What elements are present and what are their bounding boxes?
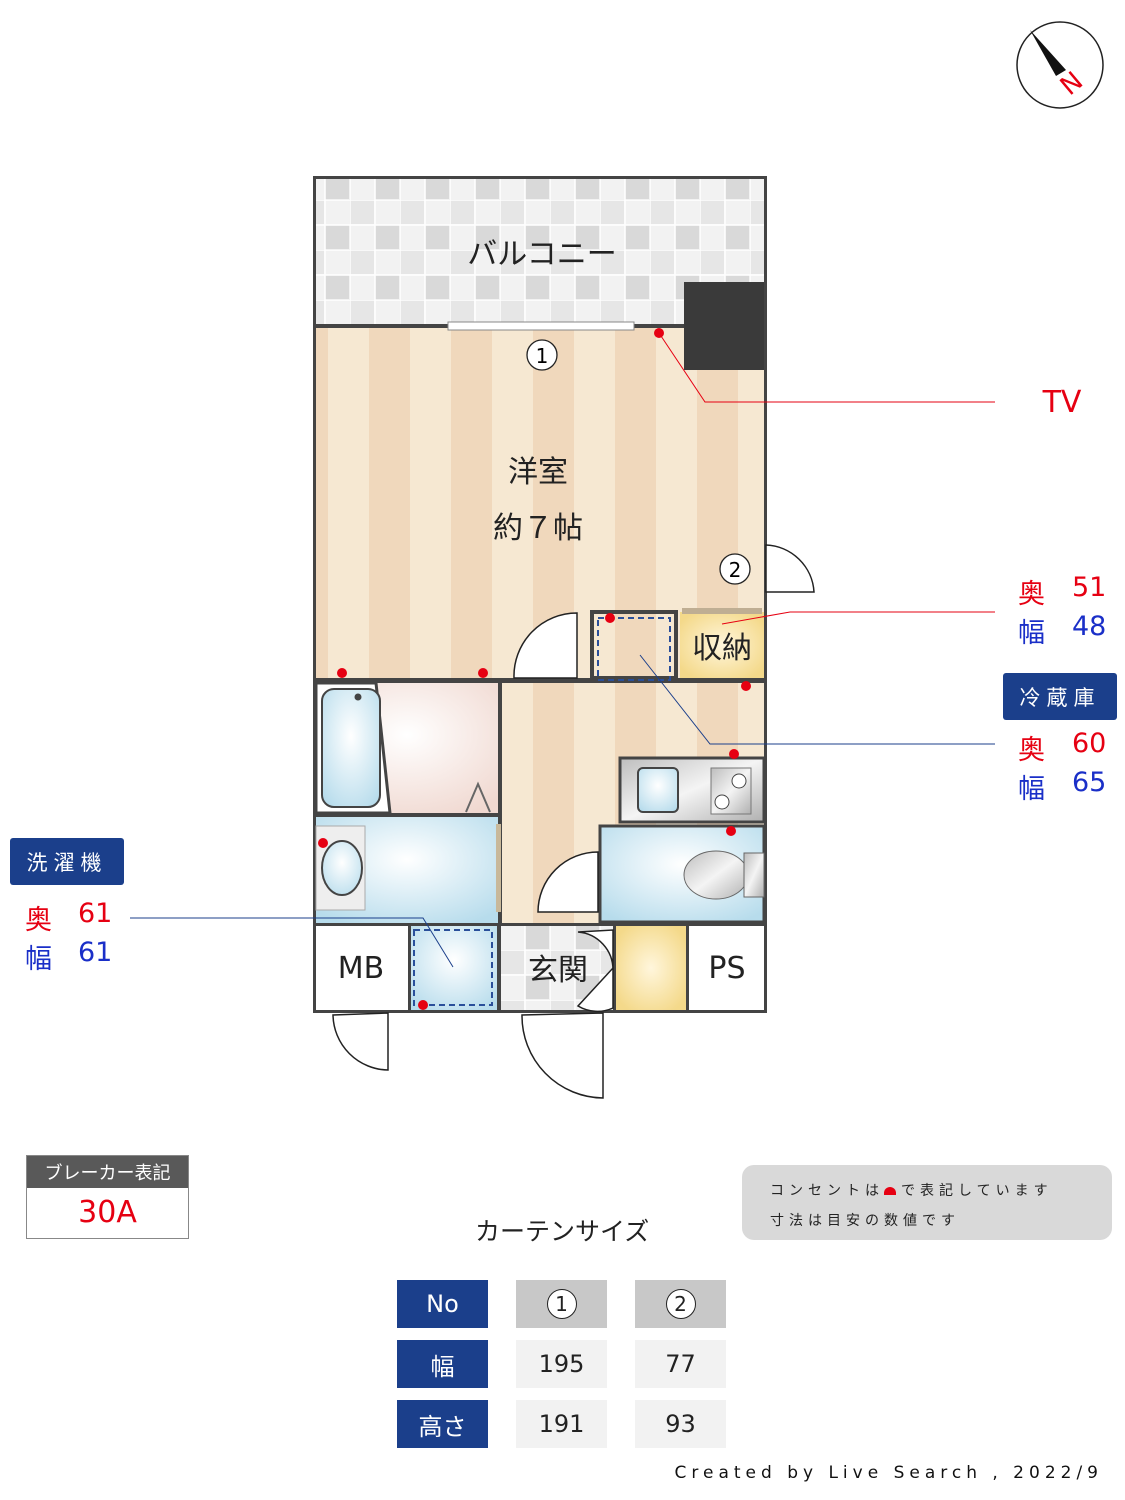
- fridge-badge: 冷蔵庫: [1003, 673, 1117, 720]
- ps-label: PS: [708, 951, 745, 986]
- tv-leader-line: [658, 332, 995, 403]
- table-header-2: 2: [635, 1280, 726, 1328]
- washer-width-label: 幅: [25, 944, 52, 975]
- breaker-value: 30A: [78, 1195, 137, 1230]
- credit: Created by Live Search , 2022/9: [674, 1463, 1103, 1483]
- svg-text:2: 2: [729, 558, 742, 582]
- curtain-marker-2: 2: [719, 553, 751, 585]
- washer-depth-label: 奥: [25, 905, 52, 936]
- storage-depth: 51: [1072, 572, 1107, 603]
- washer-depth: 61: [78, 898, 113, 929]
- western-room-size: 約７帖: [493, 511, 583, 546]
- entrance-label: 玄関: [528, 953, 588, 988]
- doors: [332, 544, 815, 1099]
- compass-icon: N: [1016, 21, 1104, 109]
- breaker-box: ブレーカー表記 30A: [26, 1155, 189, 1239]
- notes-line1-pre: コンセントは: [770, 1183, 884, 1199]
- notes-line1-post: で表記しています: [901, 1183, 1053, 1199]
- sink: [321, 840, 363, 896]
- fridge-depth: 60: [1072, 728, 1107, 759]
- washer-leader-line: [130, 917, 454, 968]
- storage-label: 収納: [692, 631, 752, 666]
- washer-width: 61: [78, 937, 113, 968]
- fridge-width-label: 幅: [1018, 774, 1045, 805]
- fridge-space: [590, 610, 678, 680]
- western-room-label: 洋室: [508, 455, 568, 490]
- table-row-height-label: 高さ: [397, 1400, 488, 1448]
- storage-width-label: 幅: [1018, 618, 1045, 649]
- table-cell: 195: [516, 1340, 607, 1388]
- mb-room: [316, 926, 408, 1010]
- breaker-label: ブレーカー表記: [27, 1156, 188, 1188]
- toilet: [683, 850, 749, 900]
- outlet-icon: [884, 1187, 896, 1195]
- fridge-depth-label: 奥: [1018, 735, 1045, 766]
- mb-label: MB: [338, 951, 384, 986]
- washer-badge: 洗濯機: [10, 838, 124, 885]
- storage-depth-label: 奥: [1018, 579, 1045, 610]
- storage-width: 48: [1072, 611, 1107, 642]
- table-header-1: 1: [516, 1280, 607, 1328]
- tv-label: TV: [1042, 385, 1082, 420]
- storage-leader-line: [721, 611, 995, 625]
- window-1: [447, 321, 635, 331]
- fridge-leader-line: [639, 654, 995, 745]
- curtain-marker-1: 1: [526, 339, 558, 371]
- notes-line2: 寸法は目安の数値です: [770, 1213, 960, 1229]
- balcony-label: バルコニー: [467, 237, 616, 272]
- washer-space: [411, 926, 497, 1010]
- shoe-box: [616, 926, 686, 1010]
- table-cell: 93: [635, 1400, 726, 1448]
- storage: [680, 612, 764, 678]
- fridge-width: 65: [1072, 767, 1107, 798]
- notes-box: コンセントは で表記しています 寸法は目安の数値です: [742, 1165, 1112, 1240]
- table-row-width-label: 幅: [397, 1340, 488, 1388]
- table-cell: 77: [635, 1340, 726, 1388]
- curtain-table-title: カーテンサイズ: [475, 1217, 650, 1246]
- svg-text:1: 1: [536, 344, 549, 368]
- bathtub: [321, 688, 381, 808]
- table-cell: 191: [516, 1400, 607, 1448]
- ps-room: [689, 926, 764, 1010]
- table-header-no: No: [397, 1280, 488, 1328]
